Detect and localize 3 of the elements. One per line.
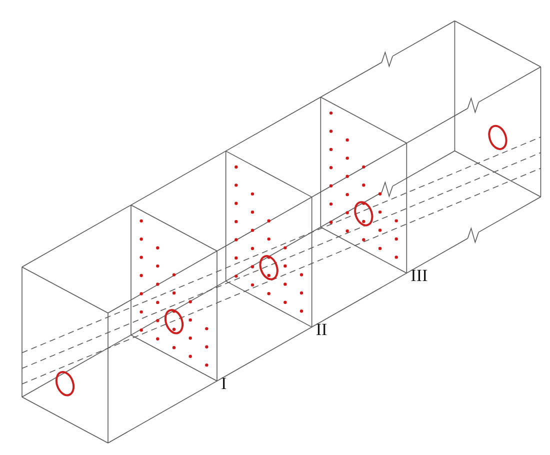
section-label: II (316, 321, 328, 338)
section-label: I (221, 375, 227, 392)
section-label: III (410, 267, 428, 284)
